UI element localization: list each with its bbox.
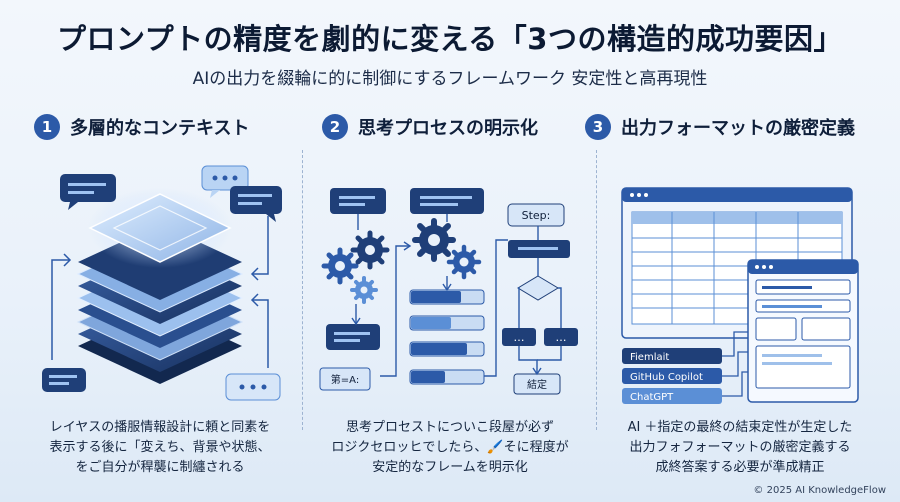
model-tag: ChatGPT	[622, 388, 722, 404]
description-line: 思考プロセストについこ段屋が必ず	[345, 420, 554, 435]
column-3-heading: 3 出力フォーマットの厳密定義	[585, 114, 855, 140]
connector-line	[722, 331, 748, 397]
decision-diamond	[517, 275, 559, 301]
layered-context-illustration	[42, 165, 282, 401]
progress-bar	[409, 315, 485, 331]
model-tag: GitHub Copilot	[622, 368, 722, 384]
model-tag-label: Fiemlait	[630, 352, 669, 363]
progress-bar	[409, 369, 485, 385]
chat-bubble-icon	[201, 165, 249, 198]
flow-box	[544, 328, 578, 346]
description-line: ロジクセロッヒでしたら、🖌️そに程度が	[331, 440, 569, 455]
chat-bubble-icon	[230, 186, 282, 222]
step-label-box	[319, 367, 371, 391]
flow-box	[502, 328, 536, 346]
document-window	[747, 259, 859, 403]
thought-box	[410, 188, 484, 214]
column-divider	[302, 150, 303, 430]
description-line: AI ＋指定の最終の結束定性が生定した	[627, 420, 853, 435]
step-header-text: Step:	[522, 209, 551, 222]
step-number-badge: 3	[585, 114, 611, 140]
column-1-title: 多層的なコンテキスト	[70, 118, 250, 139]
column-1-description: レイヤスの播服情報設計に頼と同素を 表示する後に「変えち、背景や状態、 をご自分…	[20, 418, 300, 478]
description-line: 出力フォフォーマットの厳密定義する	[629, 440, 851, 455]
progress-bar	[409, 289, 485, 305]
progress-bar	[409, 341, 485, 357]
description-line: 表示する後に「変えち、背景や状態、	[49, 440, 271, 455]
model-tag: Fiemlait	[622, 348, 722, 364]
step-number-badge: 2	[322, 114, 348, 140]
ellipsis-text: …	[514, 331, 525, 344]
description-line: 成終答案する必要が準成精正	[655, 460, 825, 475]
gear-icon	[350, 276, 378, 304]
gear-icon	[412, 218, 456, 262]
column-2-title: 思考プロセスの明示化	[358, 118, 538, 139]
gear-icon	[446, 244, 482, 280]
step-header-box	[507, 203, 565, 227]
column-3-description: AI ＋指定の最終の結束定性が生定した 出力フォフォーマットの厳密定義する 成終…	[600, 418, 880, 478]
ellipsis-text: …	[556, 331, 567, 344]
step-number-badge: 1	[34, 114, 60, 140]
gear-icon	[321, 247, 359, 285]
column-divider	[596, 150, 597, 430]
gear-icon	[350, 230, 390, 270]
chat-bubble-icon	[42, 368, 86, 392]
thought-box	[330, 188, 386, 214]
description-line: 安定的なフレームを明示化	[372, 460, 528, 475]
page-subtitle: AIの出力を綴輪に的に制御にするフレームワーク 安定性と高再現性	[192, 69, 708, 89]
step-label-text: 第=A:	[331, 373, 359, 386]
column-2-description: 思考プロセストについこ段屋が必ず ロジクセロッヒでしたら、🖌️そに程度が 安定的…	[310, 418, 590, 478]
column-3-title: 出力フォーマットの厳密定義	[621, 118, 855, 139]
arrow-icon	[51, 216, 269, 368]
result-text: 結定	[527, 378, 547, 391]
chat-bubble-icon	[225, 373, 281, 401]
model-tag-label: ChatGPT	[630, 392, 674, 403]
column-1-heading: 1 多層的なコンテキスト	[34, 114, 249, 140]
layer-stack	[76, 188, 244, 384]
output-format-illustration: Fiemlait GitHub Copilot ChatGPT	[621, 187, 859, 404]
thought-process-illustration: 第=A: Step: … … 結定	[319, 188, 578, 395]
column-2-heading: 2 思考プロセスの明示化	[322, 114, 538, 140]
model-tag-label: GitHub Copilot	[630, 372, 703, 383]
description-line: レイヤスの播服情報設計に頼と同素を	[49, 420, 271, 435]
chat-bubble-icon	[60, 174, 116, 210]
page-title: プロンプトの精度を劇的に変える「3つの構造的成功要因」	[57, 22, 843, 56]
copyright-footer: © 2025 AI KnowledgeFlow	[753, 485, 886, 496]
thought-box	[326, 324, 380, 350]
description-line: をご自分が稈襲に制纏される	[75, 460, 245, 475]
connector-arrow	[351, 214, 562, 377]
